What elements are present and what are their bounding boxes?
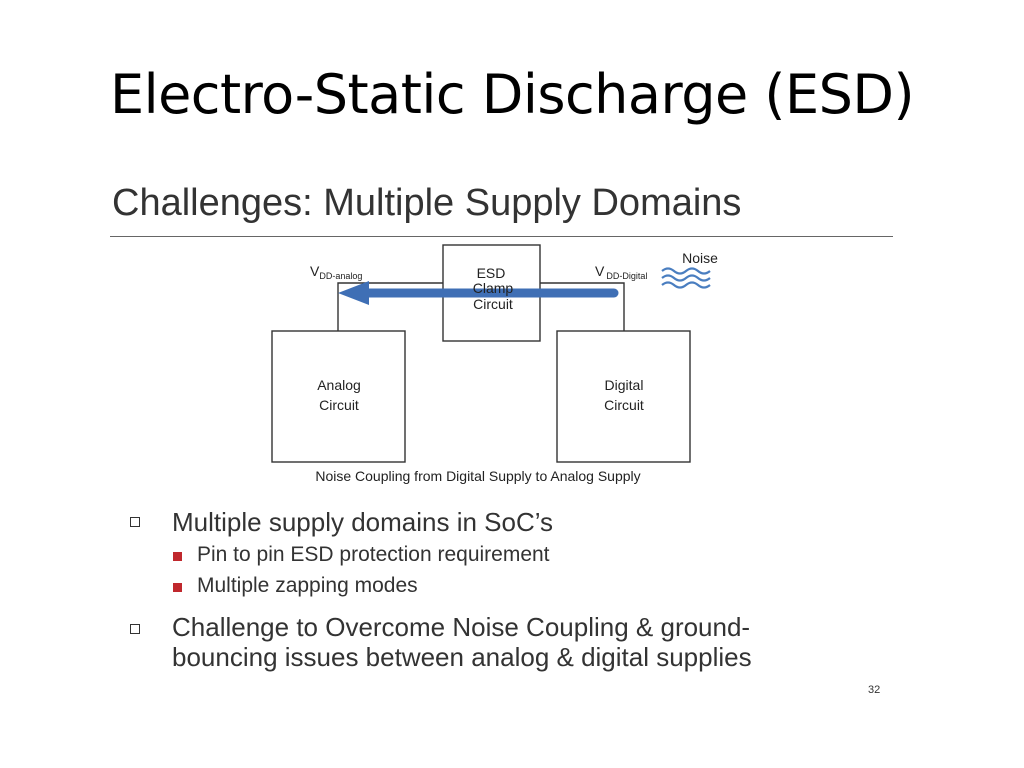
analog-circuit-box [271,330,406,463]
page-number: 32 [868,684,881,696]
vdd-digital-wire [540,282,625,331]
diagram-caption: Noise Coupling from Digital Supply to An… [315,468,640,484]
vdd-analog-wire [337,282,443,331]
bullet-square-icon [130,624,140,634]
bullet-1-text: Multiple supply domains in SoC’s [172,507,554,537]
subtitle-divider [110,236,893,237]
noise-flow-arrowhead [338,281,369,305]
analog-circuit-label-2: Circuit [319,397,359,413]
digital-circuit-label-2: Circuit [604,397,644,413]
esd-clamp-label-3: Circuit [473,296,513,312]
sub-bullet-2-text: Multiple zapping modes [197,574,418,597]
bullet-square-icon [130,517,140,527]
noise-waves-icon [661,267,711,289]
bullet-2-line-2: bouncing issues between analog & digital… [172,642,752,672]
vdd-analog-label: VDD-analog [310,263,362,281]
bullet-2-line-1: Challenge to Overcome Noise Coupling & g… [172,612,751,642]
sub-bullet-1-text: Pin to pin ESD protection requirement [197,543,550,566]
noise-label: Noise [682,250,718,266]
sub-bullet-red-square-icon [173,552,182,561]
esd-clamp-label-2: Clamp [473,280,514,296]
sub-bullet-red-square-icon [173,583,182,592]
slide-title: Electro-Static Discharge (ESD) [109,63,915,126]
slide-subtitle: Challenges: Multiple Supply Domains [112,182,742,224]
esd-clamp-label-1: ESD [477,265,506,281]
digital-circuit-label-1: Digital [605,377,644,393]
analog-circuit-label-1: Analog [317,377,361,393]
